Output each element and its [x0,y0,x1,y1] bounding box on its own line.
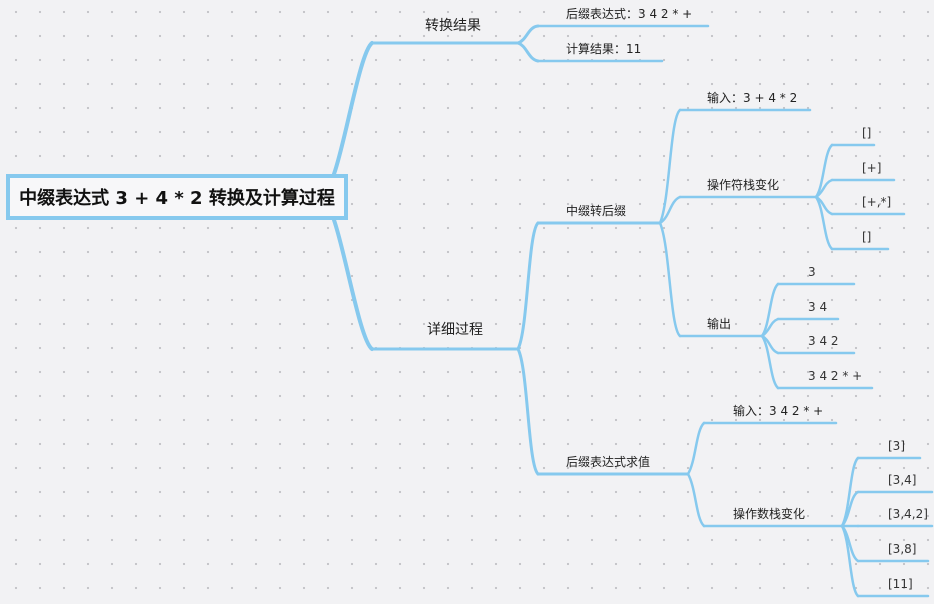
topic-conversion-result[interactable]: 转换结果 [425,18,481,34]
connector [814,178,834,199]
operand-stack-state[interactable]: [3] [888,439,905,453]
operand-stack-state[interactable]: [3,4] [888,473,917,487]
topic-operand-stack[interactable]: 操作数栈变化 [733,507,806,521]
operator-stack-state[interactable]: [] [862,126,872,140]
operator-stack-state[interactable]: [+,*] [862,195,892,209]
topic-postfix-input[interactable]: 输入：3 4 2 * + [733,404,824,418]
topic-infix-to-postfix[interactable]: 中缀转后缀 [566,204,627,218]
connector [686,421,706,476]
connector [814,195,834,251]
connector [658,108,682,225]
connector [516,24,540,45]
connector [658,195,682,225]
output-state[interactable]: 3 4 2 [808,334,839,348]
output-state[interactable]: 3 4 2 * + [808,369,863,383]
topic-postfix-expression[interactable]: 后缀表达式：3 4 2 * + [566,7,693,21]
connector [332,218,374,351]
connector [840,456,860,528]
topic-output[interactable]: 输出 [707,317,732,331]
root-topic[interactable]: 中缀表达式 3 + 4 * 2 转换及计算过程 [6,174,348,220]
operator-stack-state[interactable]: [] [862,230,872,244]
topic-postfix-evaluation[interactable]: 后缀表达式求值 [566,455,651,469]
operator-stack-state[interactable]: [+] [862,161,882,175]
connector [658,221,682,338]
operand-stack-state[interactable]: [3,4,2] [888,507,928,521]
connector [516,41,540,63]
topic-detail-process[interactable]: 详细过程 [427,322,483,338]
output-state[interactable]: 3 4 [808,300,828,314]
connector [516,221,540,351]
connector [332,41,374,176]
connector [814,143,834,199]
connector [840,524,860,598]
connector [760,282,780,338]
root-topic-label: 中缀表达式 3 + 4 * 2 转换及计算过程 [19,188,335,209]
topic-infix-input[interactable]: 输入：3 + 4 * 2 [707,91,798,105]
connector [760,317,780,338]
connector [840,490,860,528]
operand-stack-state[interactable]: [3,8] [888,542,917,556]
connector [516,347,540,476]
connector [686,472,706,528]
output-state[interactable]: 3 [808,265,816,279]
connector [760,334,780,390]
topic-computed-result[interactable]: 计算结果：11 [566,42,642,56]
topic-operator-stack[interactable]: 操作符栈变化 [707,178,780,192]
operand-stack-state[interactable]: [11] [888,577,913,591]
